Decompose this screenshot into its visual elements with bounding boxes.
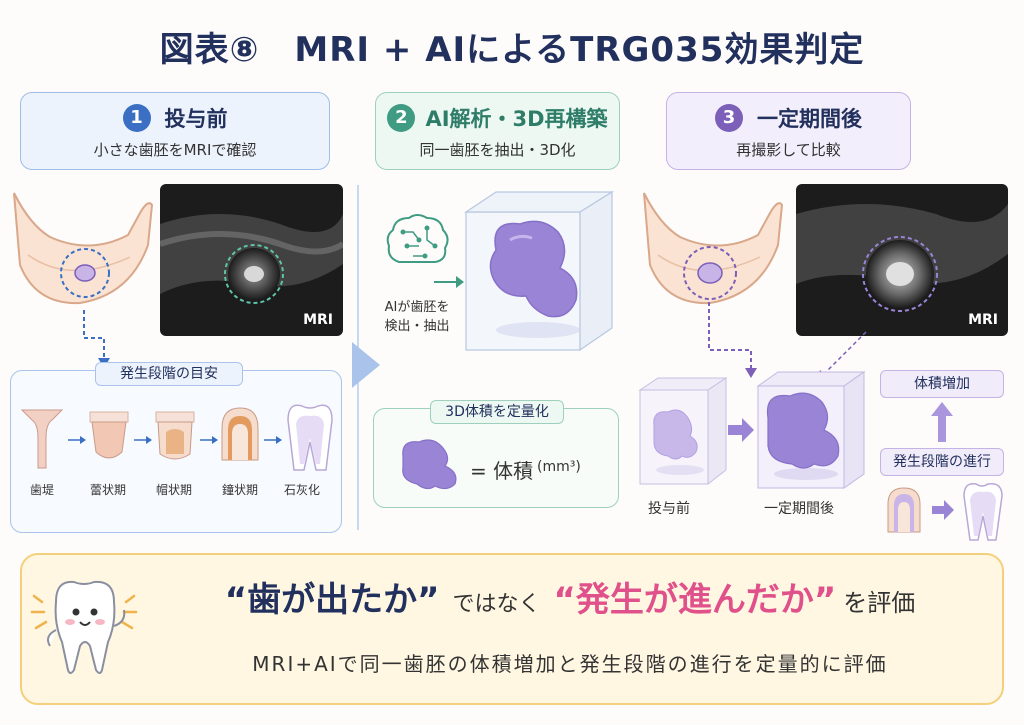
page-title: 図表⑧ MRI + AIによるTRG035効果判定: [159, 30, 865, 70]
volume-increase-tag: 体積増加: [880, 370, 1004, 398]
stage-cap-icon: [155, 411, 195, 460]
before-after-arrow: [728, 418, 754, 442]
stage-label-calcification: 石灰化: [283, 483, 320, 497]
mri-image-before: MRI: [160, 184, 343, 336]
compare-before-label: 投与前: [648, 501, 690, 517]
volume-unit: (mm³): [537, 459, 581, 475]
step-3-title: 一定期間後: [757, 107, 862, 131]
step-2-title: AI解析・3D再構築: [425, 107, 608, 131]
mri-image-after: MRI: [796, 184, 1008, 336]
footer-banner: [20, 553, 1004, 705]
tooth-mascot-icon: [30, 580, 138, 674]
stage-label-bell: 鐘状期: [221, 483, 258, 497]
footer-mid: ではなく: [452, 592, 541, 617]
stage-label-cap: 帽状期: [155, 483, 192, 497]
stage-bell-icon: [221, 407, 259, 461]
stage-bud-icon: [89, 411, 129, 459]
jaw-illustration: [13, 192, 154, 305]
mri-label-1: MRI: [303, 312, 333, 328]
footer-q1: “歯が出たか”: [224, 580, 440, 620]
volume-blob-icon: [402, 439, 457, 490]
jaw-illustration-after: [643, 192, 784, 305]
volume-panel-title: 3D体積を定量化: [430, 400, 564, 424]
step-1-number: 1: [122, 104, 151, 132]
stage-progress-tag: 発生段階の進行: [880, 448, 1004, 476]
cube-3d-reconstruction: [464, 190, 615, 352]
ai-to-cube-arrow: [434, 276, 464, 288]
step-1-box: 1 投与前 小さな歯胚をMRIで確認: [20, 92, 330, 170]
stage-label-lamina: 歯堤: [29, 483, 54, 497]
stage-guide-title: 発生段階の目安: [95, 362, 243, 386]
volume-up-arrow-icon: [931, 402, 953, 442]
dashed-connector-after: [708, 302, 757, 378]
stage-calcification-icon: [287, 404, 333, 471]
mri-label-2: MRI: [968, 312, 998, 328]
footer-q2: “発生が進んだか”: [553, 580, 837, 620]
stage-dental-lamina-icon: [20, 409, 64, 469]
step-1-title: 投与前: [164, 107, 228, 131]
step-3-box: 3 一定期間後 再撮影して比較: [666, 92, 911, 170]
compare-after-label: 一定期間後: [764, 501, 834, 517]
stage-progress-illustration: [887, 483, 1003, 541]
ai-brain-icon: [386, 214, 449, 263]
footer-end: を評価: [843, 589, 916, 617]
step-3-subtitle: 再撮影して比較: [736, 141, 841, 159]
footer-subline: MRI+AIで同一歯胚の体積増加と発生段階の進行を定量的に評価: [252, 652, 888, 676]
ai-detect-label: AIが歯胚を 検出・抽出: [384, 300, 450, 334]
cube-before: [638, 377, 728, 486]
stage-label-bud: 蕾状期: [89, 483, 126, 497]
step-1-subtitle: 小さな歯胚をMRIで確認: [93, 141, 257, 159]
stage-illustrations: [20, 404, 333, 471]
step-3-number: 3: [715, 104, 743, 132]
cube-after: [756, 371, 866, 489]
step-2-box: 2 AI解析・3D再構築 同一歯胚を抽出・3D化: [375, 92, 620, 170]
step-2-number: 2: [387, 104, 416, 132]
footer-headline: “歯が出たか” ではなく “発生が進んだか” を評価: [140, 572, 1000, 621]
flow-arrow-icon: [352, 342, 380, 388]
step-2-subtitle: 同一歯胚を抽出・3D化: [419, 141, 576, 159]
volume-equation: = 体積: [470, 459, 534, 483]
dashed-connector: [83, 310, 110, 368]
